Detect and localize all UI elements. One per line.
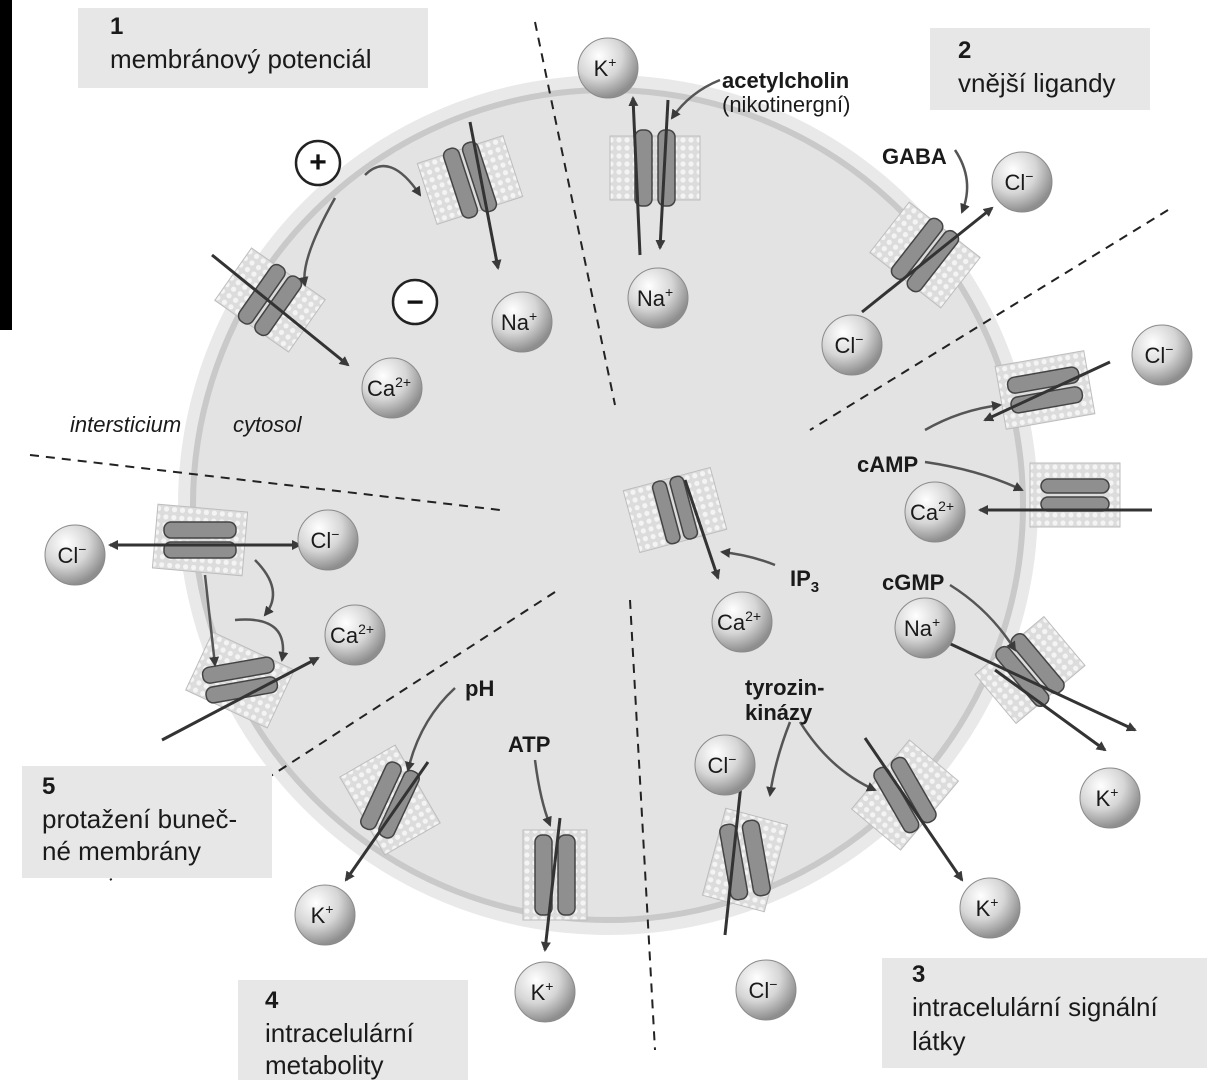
ion-cl-gaba-in: Cl− [822, 315, 882, 375]
section-title: intracelulární [265, 1018, 415, 1048]
section-box-3: 3 intracelulární signální látky [882, 958, 1207, 1068]
ion-cl-tyr-out: Cl− [736, 960, 796, 1020]
section-title: protažení buneč- [42, 804, 237, 834]
minus-icon: − [393, 280, 437, 324]
label-cgmp: cGMP [882, 570, 944, 595]
section-number: 4 [265, 987, 279, 1014]
section-title: intracelulární signální [912, 992, 1158, 1022]
section-title-line2: látky [912, 1026, 965, 1056]
ion-ca-ip3: Ca2+ [712, 592, 772, 652]
ion-na-cgmp: Na+ [895, 598, 955, 658]
label-atp: ATP [508, 732, 550, 757]
label-camp: cAMP [857, 452, 918, 477]
ion-k-atp: K+ [515, 962, 575, 1022]
plus-sign: + [309, 146, 327, 179]
section-box-4: 4 intracelulární metabolity [238, 980, 468, 1080]
scan-edge [0, 0, 12, 330]
minus-sign: − [406, 286, 424, 319]
plus-icon: + [296, 141, 340, 185]
ion-ca-1: Ca2+ [362, 358, 422, 418]
section-number: 5 [42, 773, 55, 800]
ion-ca-camp: Ca2+ [905, 482, 965, 542]
ion-na-1: Na+ [492, 292, 552, 352]
label-intersticium: intersticium [70, 412, 181, 437]
label-cytosol: cytosol [233, 412, 303, 437]
section-box-2: 2 vnější ligandy [930, 28, 1150, 110]
section-number: 1 [110, 13, 123, 40]
ion-k-cgmp: K+ [1080, 768, 1140, 828]
ion-k-tyr: K+ [960, 878, 1020, 938]
ion-ca-5: Ca2+ [325, 605, 385, 665]
section-title-line2: né membrány [42, 836, 201, 866]
ion-cl-camp: Cl− [1132, 325, 1192, 385]
label-acetylcholin: acetylcholin [722, 68, 849, 93]
section-box-5: 5 protažení buneč- né membrány [22, 766, 272, 878]
section-title: vnější ligandy [958, 68, 1116, 98]
ion-k-ach: K+ [578, 38, 638, 98]
section-title: membránový potenciál [110, 44, 372, 74]
section-number: 3 [912, 961, 925, 988]
ion-na-ach: Na+ [628, 268, 688, 328]
label-gaba: GABA [882, 144, 947, 169]
section-number: 2 [958, 37, 971, 64]
ion-cl-5-in: Cl− [298, 510, 358, 570]
ion-cl-gaba-out: Cl− [992, 152, 1052, 212]
ion-cl-5-out: Cl− [45, 525, 105, 585]
label-kinazy: kinázy [745, 700, 813, 725]
ion-k-ph: K+ [295, 885, 355, 945]
label-nikotinergni: (nikotinergní) [722, 92, 850, 117]
section-box-1: 1 membránový potenciál [78, 8, 428, 88]
label-ph: pH [465, 676, 494, 701]
label-tyrozin: tyrozin- [745, 675, 824, 700]
section-title-line2: metabolity [265, 1050, 384, 1080]
ion-cl-tyr-in: Cl− [695, 735, 755, 795]
